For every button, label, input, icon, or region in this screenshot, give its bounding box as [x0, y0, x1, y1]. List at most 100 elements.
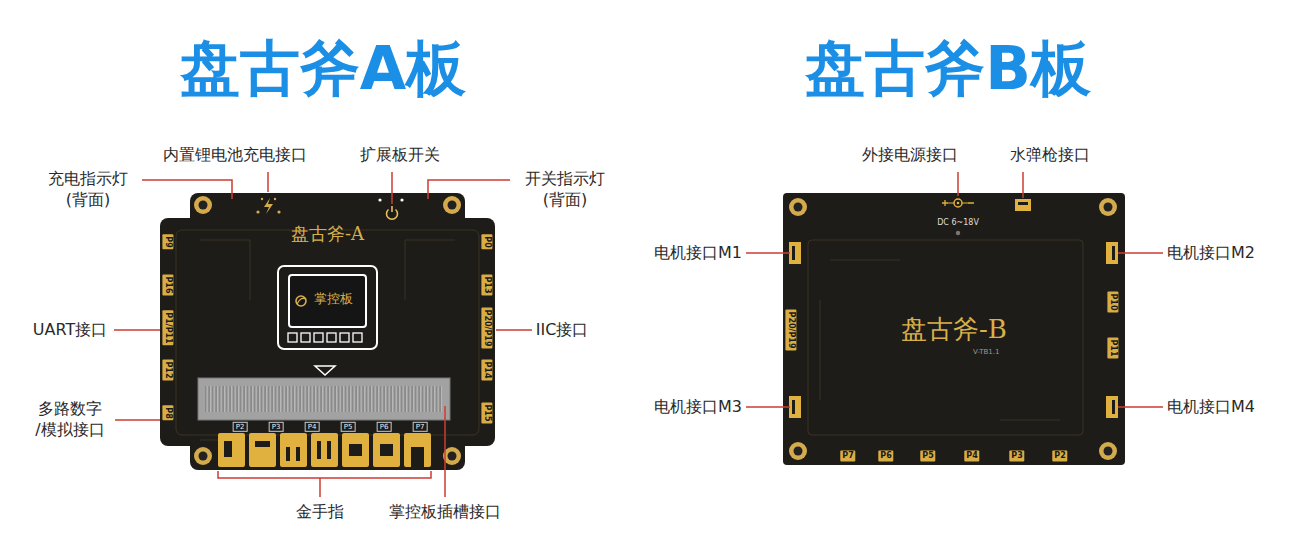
board-name: 盘古斧-A	[160, 223, 495, 245]
charge-port-icon	[277, 210, 280, 213]
callout-label: 电机接口M1	[654, 243, 742, 264]
leader-line	[114, 329, 160, 331]
gold-finger	[317, 441, 321, 459]
pin-label: P20/P19	[482, 308, 493, 349]
controller-screen	[301, 333, 310, 342]
gold-finger	[327, 441, 331, 459]
callout-label: 外接电源接口	[862, 145, 958, 166]
board-name: 盘古斧-B	[783, 314, 1125, 345]
slot-pin-label: P5	[341, 422, 356, 432]
pin-label: P16	[163, 275, 174, 296]
leader-line	[319, 478, 321, 497]
controller-screen	[340, 333, 349, 342]
pin-label: P20/P19	[786, 310, 797, 351]
callout-label: 水弹枪接口	[1010, 145, 1090, 166]
gold-finger	[249, 433, 276, 467]
mounting-hole	[794, 203, 803, 212]
callout-label: 多路数字 /模拟接口	[34, 399, 107, 441]
leader-line	[391, 172, 393, 204]
pin-label: P3	[1009, 451, 1024, 462]
callout-label: 金手指	[296, 502, 344, 523]
mounting-hole	[1104, 447, 1113, 456]
leader-line	[746, 252, 790, 254]
motor-port	[1106, 242, 1118, 264]
pin-label: P8	[163, 405, 174, 420]
gold-finger	[373, 433, 400, 467]
water-gun-port	[1015, 199, 1031, 211]
dc-jack	[954, 199, 962, 207]
mounting-hole	[199, 201, 208, 210]
slot-marker	[315, 366, 335, 375]
leader-line	[1118, 252, 1163, 254]
power-switch-icon	[378, 198, 381, 201]
slot-marker	[315, 366, 335, 375]
gold-finger	[296, 447, 300, 461]
controller-screen	[297, 298, 306, 304]
callout-label: IIC接口	[536, 320, 589, 341]
water-gun-port	[1018, 202, 1028, 205]
leader-line	[1118, 406, 1163, 408]
controller-slot	[205, 386, 443, 412]
callout-label: UART接口	[33, 320, 107, 341]
charge-port-icon	[264, 198, 273, 214]
gold-finger	[349, 444, 362, 456]
power-switch-icon	[391, 206, 393, 212]
callout-label: 电机接口M2	[1167, 243, 1255, 264]
leader-line	[1022, 172, 1024, 198]
gold-finger	[280, 433, 307, 467]
motor-port	[789, 242, 801, 264]
mounting-hole	[789, 198, 807, 216]
voltage-label: DC 6~18V	[937, 218, 979, 227]
callout-label: 电机接口M4	[1167, 397, 1255, 418]
screen-panel: 掌控板	[277, 265, 378, 350]
pin-label: P15	[482, 403, 493, 424]
slot-pin-label: P6	[377, 422, 392, 432]
controller-screen	[289, 275, 366, 327]
screen-label: 掌控板	[314, 291, 353, 307]
water-gun-port	[1015, 199, 1031, 211]
charge-port-icon	[261, 198, 263, 200]
controller-screen	[278, 266, 377, 349]
leader-line	[444, 406, 446, 497]
board-title: 盘古斧A板	[180, 38, 466, 98]
board-a-outline	[176, 230, 479, 435]
pin-label: P6	[878, 451, 893, 462]
controller-screen	[314, 333, 323, 342]
pin-label: P10	[1108, 292, 1119, 313]
mounting-hole	[443, 196, 461, 214]
pin-label: P7	[840, 451, 855, 462]
charge-port-icon	[256, 210, 259, 213]
dc-jack	[948, 203, 954, 204]
callout-label: 电机接口M3	[654, 397, 742, 418]
mounting-hole	[1104, 203, 1113, 212]
leader-line	[267, 172, 269, 192]
mounting-hole	[448, 201, 457, 210]
mounting-hole	[1099, 442, 1117, 460]
controller-screen	[353, 333, 362, 342]
dc-jack	[962, 203, 968, 204]
board-a: 盘古斧-A 掌控板	[160, 193, 495, 470]
pin-label: P1/P11	[163, 310, 174, 345]
gold-finger	[311, 433, 338, 467]
leader-line	[218, 471, 431, 478]
dc-jack	[942, 200, 974, 206]
mounting-hole	[794, 447, 803, 456]
leader-line	[142, 180, 232, 199]
power-switch-icon	[378, 198, 403, 219]
gold-finger	[218, 433, 245, 467]
callout-label: 掌控板插槽接口	[389, 502, 501, 523]
slot-pin-label: P4	[305, 422, 320, 432]
mounting-hole	[789, 442, 807, 460]
controller-screen	[288, 333, 297, 342]
motor-port	[1106, 396, 1118, 418]
slot-pin-label: P2	[233, 422, 248, 432]
version-label: V-TB1.1	[973, 348, 999, 356]
callout-label: 充电指示灯 (背面)	[46, 169, 129, 211]
gold-finger	[255, 441, 270, 447]
controller-screen	[327, 333, 336, 342]
board-title: 盘古斧B板	[805, 38, 1091, 98]
controller-slot	[198, 378, 450, 420]
charge-port-icon	[274, 198, 276, 200]
motor-port	[792, 246, 795, 260]
controller-slot	[205, 386, 443, 412]
